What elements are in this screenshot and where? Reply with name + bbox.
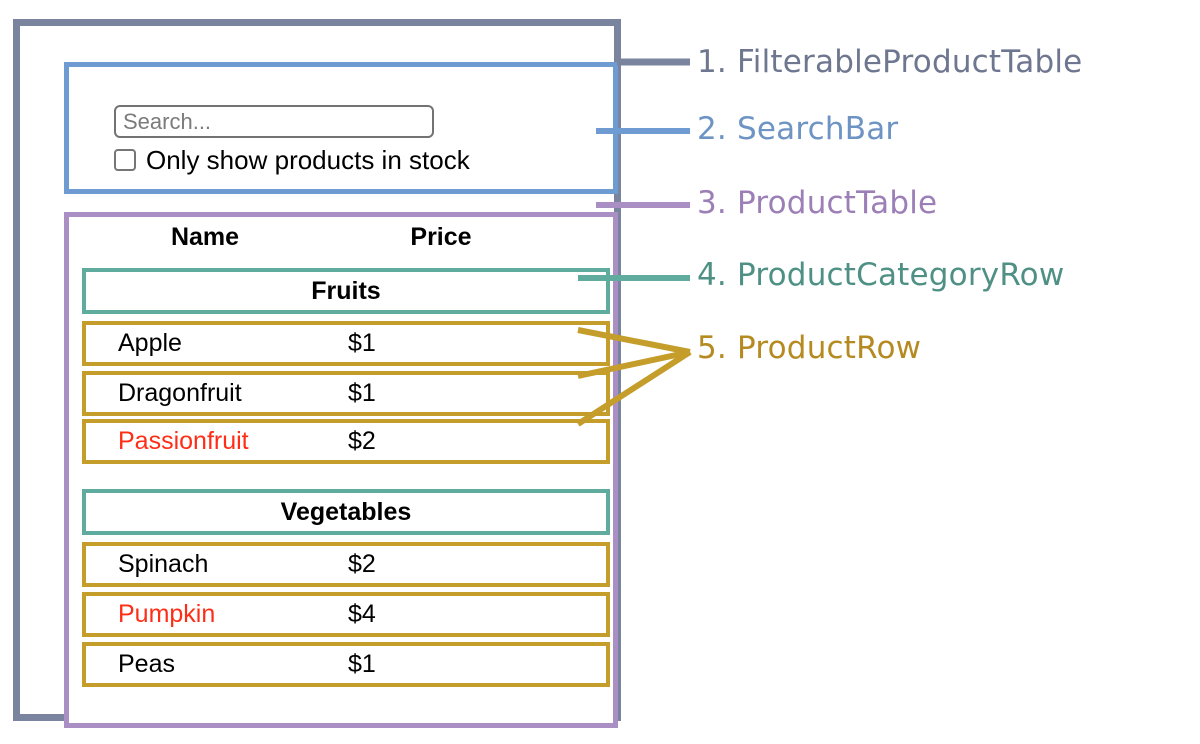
product-name: Pumpkin	[118, 600, 216, 628]
product-price: $1	[348, 650, 376, 678]
annotation-label-product-category-row: 4. ProductCategoryRow	[697, 257, 1065, 293]
product-row: Pumpkin $4	[82, 592, 610, 637]
in-stock-checkbox-label: Only show products in stock	[146, 145, 470, 175]
product-row: Spinach $2	[82, 542, 610, 587]
product-name: Apple	[118, 329, 182, 357]
column-header-price: Price	[410, 223, 472, 251]
annotation-label-product-row: 5. ProductRow	[697, 330, 922, 366]
product-price: $2	[348, 550, 376, 578]
annotation-label-filterable-product-table: 1. FilterableProductTable	[697, 44, 1083, 80]
annotation-label-search-bar: 2. SearchBar	[697, 111, 899, 147]
product-category-row: Vegetables	[82, 489, 610, 535]
product-name: Spinach	[118, 550, 209, 578]
filterable-product-table-container: Only show products in stock Name Price F…	[13, 19, 621, 728]
product-table-container: Name Price Fruits Apple $1 Dragonfruit $…	[64, 212, 618, 728]
product-row: Passionfruit $2	[82, 419, 610, 464]
search-input[interactable]	[114, 105, 434, 138]
search-bar-container: Only show products in stock	[64, 62, 618, 194]
annotation-label-product-table: 3. ProductTable	[697, 185, 938, 221]
product-table-header-row: Name Price	[74, 223, 598, 252]
in-stock-filter-row[interactable]: Only show products in stock	[114, 147, 470, 173]
product-price: $1	[348, 379, 376, 407]
product-price: $4	[348, 600, 376, 628]
product-category-row: Fruits	[82, 268, 610, 314]
product-name: Peas	[118, 650, 175, 678]
checkbox-icon[interactable]	[114, 149, 136, 171]
product-row: Apple $1	[82, 321, 610, 366]
column-header-name: Name	[170, 223, 240, 251]
product-row: Dragonfruit $1	[82, 371, 610, 416]
product-row: Peas $1	[82, 642, 610, 687]
product-price: $2	[348, 427, 376, 455]
product-name: Passionfruit	[118, 427, 249, 455]
product-name: Dragonfruit	[118, 379, 242, 407]
product-price: $1	[348, 329, 376, 357]
